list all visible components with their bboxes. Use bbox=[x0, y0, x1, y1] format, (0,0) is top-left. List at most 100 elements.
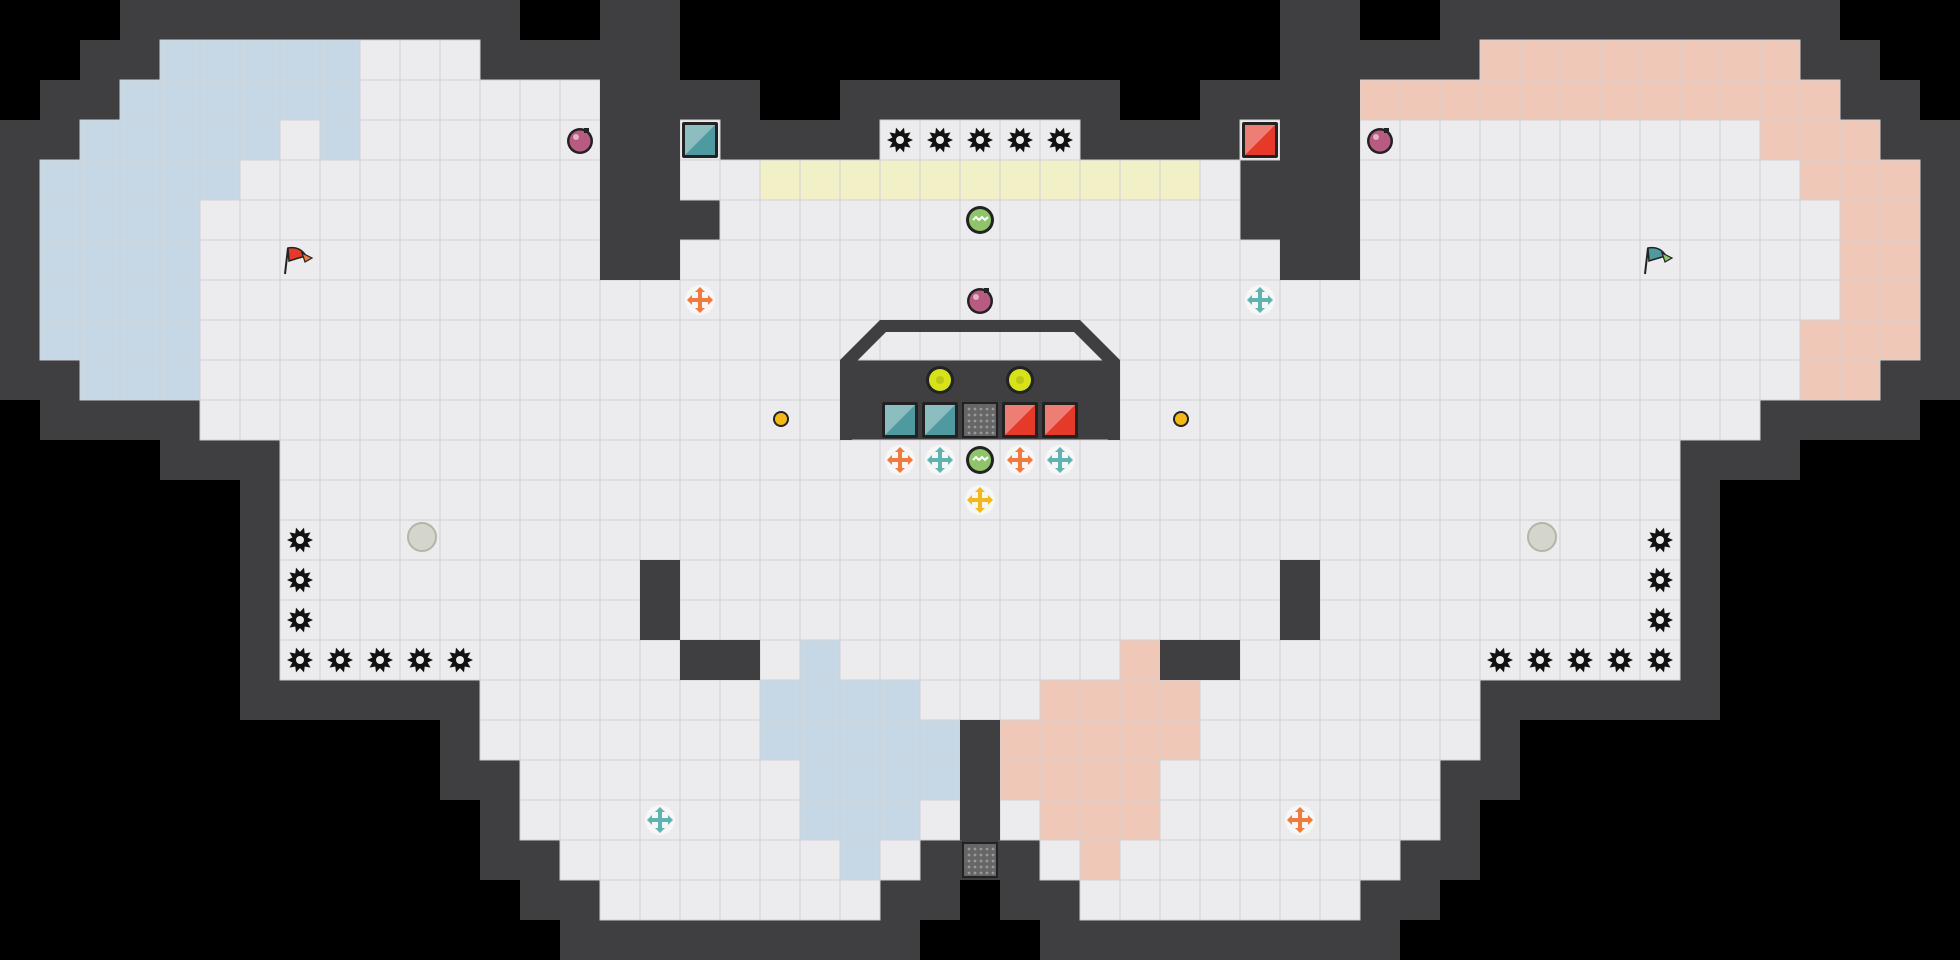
floor-tile bbox=[399, 279, 441, 321]
floor-tile bbox=[1439, 359, 1481, 401]
floor-tile bbox=[679, 239, 721, 281]
floor-tile bbox=[399, 159, 441, 201]
floor-tile bbox=[919, 799, 961, 841]
floor-tile bbox=[1399, 679, 1441, 721]
zone-tile bbox=[239, 79, 281, 121]
floor-tile bbox=[1319, 399, 1361, 441]
floor-tile bbox=[1439, 439, 1481, 481]
floor-tile bbox=[639, 279, 681, 321]
inner-wall-layer bbox=[600, 0, 1360, 840]
floor-tile bbox=[239, 279, 281, 321]
floor-tile bbox=[1199, 279, 1241, 321]
floor-tile bbox=[559, 199, 601, 241]
zone-tile bbox=[1759, 39, 1801, 81]
floor-tile bbox=[599, 399, 641, 441]
floor-tile bbox=[1439, 639, 1481, 681]
floor-tile bbox=[519, 599, 561, 641]
floor-tile bbox=[1119, 319, 1161, 361]
floor-tile bbox=[879, 599, 921, 641]
zone-tile bbox=[1879, 159, 1921, 201]
blue-gate-tile bbox=[882, 402, 918, 438]
floor-tile bbox=[479, 719, 521, 761]
floor-tile bbox=[1759, 319, 1801, 361]
floor-tile bbox=[719, 239, 761, 281]
floor-tile bbox=[559, 839, 601, 881]
floor-tile bbox=[1479, 119, 1521, 161]
floor-tile bbox=[479, 159, 521, 201]
floor-tile bbox=[679, 439, 721, 481]
spike-icon bbox=[927, 127, 953, 153]
floor-tile bbox=[1479, 239, 1521, 281]
arch-wall bbox=[840, 320, 1120, 440]
floor-tile bbox=[719, 399, 761, 441]
floor-tile bbox=[199, 319, 241, 361]
floor-tile bbox=[1359, 319, 1401, 361]
floor-tile bbox=[839, 199, 881, 241]
floor-tile bbox=[999, 279, 1041, 321]
blue-gate-tile bbox=[922, 402, 958, 438]
floor-tile bbox=[1399, 759, 1441, 801]
floor-tile bbox=[599, 279, 641, 321]
floor-tile bbox=[399, 119, 441, 161]
floor-tile bbox=[1319, 839, 1361, 881]
floor-tile bbox=[1599, 279, 1641, 321]
floor-tile bbox=[1799, 199, 1841, 241]
floor-tile bbox=[1239, 799, 1281, 841]
zone-tile bbox=[1639, 39, 1681, 81]
portal-icon bbox=[1527, 522, 1557, 552]
floor-tile bbox=[239, 159, 281, 201]
floor-tile bbox=[599, 639, 641, 681]
floor-tile bbox=[279, 399, 321, 441]
floor-tile bbox=[439, 159, 481, 201]
floor-tile bbox=[319, 199, 361, 241]
floor-tile bbox=[999, 799, 1041, 841]
floor-tile bbox=[399, 599, 441, 641]
floor-tile bbox=[1159, 359, 1201, 401]
floor-tile bbox=[719, 799, 761, 841]
floor-tile bbox=[1359, 239, 1401, 281]
floor-tile bbox=[439, 279, 481, 321]
floor-tile bbox=[399, 399, 441, 441]
floor-tile bbox=[1359, 639, 1401, 681]
floor-tile bbox=[919, 239, 961, 281]
zone-tile bbox=[199, 119, 241, 161]
floor-tile bbox=[399, 319, 441, 361]
floor-tile bbox=[839, 239, 881, 281]
bomb-icon bbox=[1367, 128, 1393, 154]
floor-tile bbox=[1279, 879, 1321, 921]
floor-tile bbox=[1039, 279, 1081, 321]
floor-tile bbox=[279, 279, 321, 321]
floor-tile bbox=[679, 359, 721, 401]
zone-tile bbox=[159, 119, 201, 161]
floor-tile bbox=[1479, 279, 1521, 321]
teal-boost-icon bbox=[1245, 285, 1275, 315]
floor-tile bbox=[1799, 279, 1841, 321]
zone-tile bbox=[159, 159, 201, 201]
floor-tile bbox=[439, 319, 481, 361]
floor-tile bbox=[359, 519, 401, 561]
floor-tile bbox=[1519, 479, 1561, 521]
floor-tile bbox=[1519, 159, 1561, 201]
spike-icon bbox=[1647, 527, 1673, 553]
floor-tile bbox=[1439, 319, 1481, 361]
floor-tile bbox=[319, 399, 361, 441]
zone-tile bbox=[79, 319, 121, 361]
floor-tile bbox=[1399, 719, 1441, 761]
inner-wall bbox=[680, 640, 760, 680]
floor-tile bbox=[1519, 359, 1561, 401]
floor-tile bbox=[1559, 599, 1601, 641]
powerup-green-icon bbox=[966, 206, 994, 234]
floor-tile bbox=[1439, 279, 1481, 321]
zone-tile bbox=[1719, 79, 1761, 121]
floor-tile bbox=[1479, 599, 1521, 641]
floor-tile bbox=[519, 679, 561, 721]
floor-tile bbox=[1599, 239, 1641, 281]
floor-tile bbox=[1199, 439, 1241, 481]
zone-tile bbox=[79, 199, 121, 241]
floor-tile bbox=[559, 799, 601, 841]
floor-tile bbox=[719, 839, 761, 881]
floor-tile bbox=[1479, 519, 1521, 561]
floor-tile bbox=[519, 719, 561, 761]
floor-tile bbox=[999, 639, 1041, 681]
floor-tile bbox=[1159, 239, 1201, 281]
